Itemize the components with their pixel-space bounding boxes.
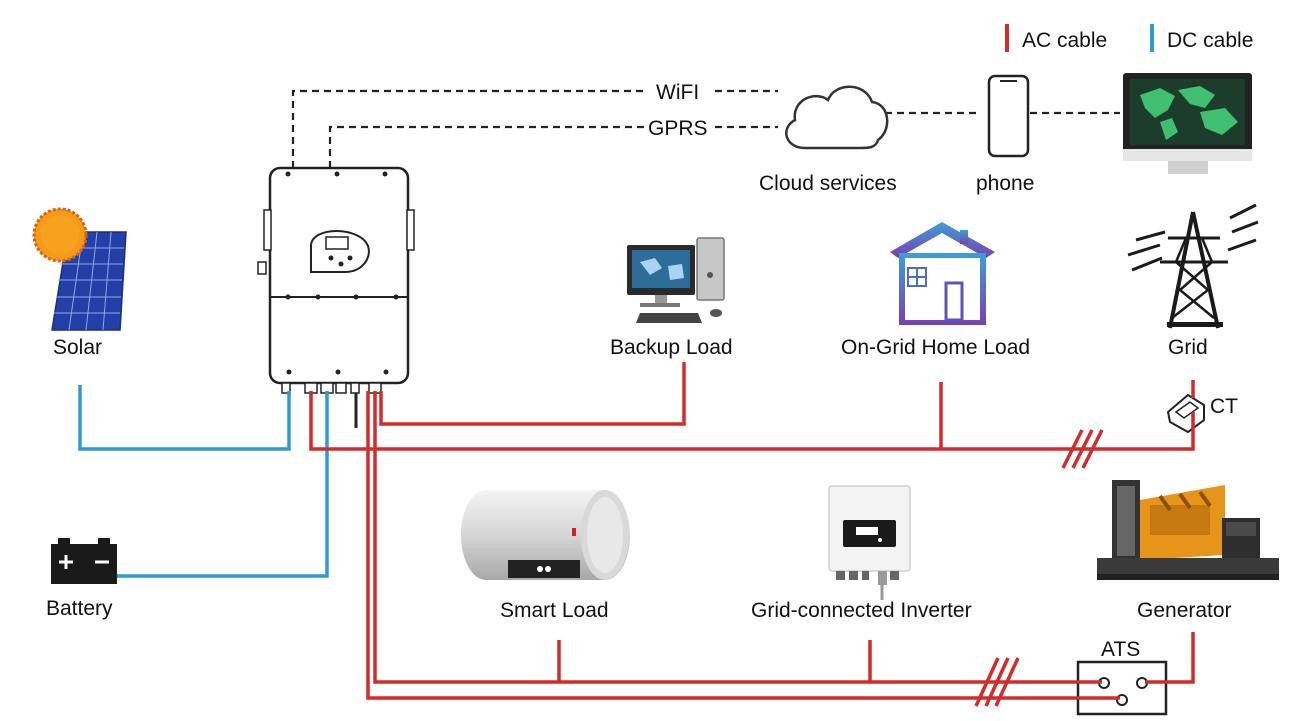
solar-dc-cable bbox=[78, 385, 291, 451]
legend-ac-label: AC cable bbox=[1022, 29, 1107, 52]
backup-load-cable bbox=[379, 362, 686, 426]
generator-label: Generator bbox=[1137, 599, 1232, 622]
three-phase-marks bbox=[974, 429, 1104, 707]
cloud-icon bbox=[785, 85, 889, 150]
backup-load-label: Backup Load bbox=[610, 336, 733, 359]
monitor-icon bbox=[1123, 73, 1252, 174]
smart-load-icon bbox=[461, 490, 630, 580]
gprs-link bbox=[328, 125, 645, 168]
hybrid-inverter bbox=[257, 166, 415, 428]
gprs-label: GPRS bbox=[648, 117, 708, 140]
ats-box bbox=[1076, 660, 1168, 716]
grid-tower-icon bbox=[1127, 203, 1259, 329]
grid-ac-cable bbox=[309, 391, 1195, 451]
home-load-label: On-Grid Home Load bbox=[841, 336, 1030, 359]
phone-label: phone bbox=[976, 172, 1034, 195]
battery-label: Battery bbox=[46, 597, 113, 620]
home-icon bbox=[890, 222, 995, 325]
wifi-label: WiFI bbox=[656, 81, 699, 104]
cloud-label: Cloud services bbox=[759, 172, 897, 195]
legend: AC cable DC cable bbox=[1005, 24, 1253, 52]
grid-label: Grid bbox=[1168, 336, 1208, 359]
grid-inverter-label: Grid-connected Inverter bbox=[751, 599, 972, 622]
ct-label: CT bbox=[1210, 395, 1238, 418]
legend-dc-label: DC cable bbox=[1167, 29, 1253, 52]
ct-icon bbox=[1166, 393, 1205, 434]
phone-icon bbox=[987, 74, 1030, 158]
solar-label: Solar bbox=[53, 336, 102, 359]
generator-icon bbox=[1097, 480, 1279, 580]
battery-dc-cable bbox=[117, 391, 329, 578]
smart-load-label: Smart Load bbox=[500, 599, 609, 622]
dc-cables bbox=[78, 385, 329, 578]
battery-icon bbox=[51, 538, 117, 584]
wifi-link bbox=[291, 89, 645, 168]
generator-ats-cable bbox=[1145, 632, 1195, 684]
backup-load-icon bbox=[627, 237, 725, 323]
solar-panel-icon bbox=[32, 207, 127, 331]
grid-inverter-icon bbox=[828, 485, 911, 600]
ac-cables bbox=[309, 362, 1195, 700]
smart-load-cable bbox=[373, 391, 1102, 684]
comm-links bbox=[291, 89, 1120, 168]
generator-cable bbox=[366, 391, 1120, 700]
ats-label: ATS bbox=[1101, 638, 1140, 661]
